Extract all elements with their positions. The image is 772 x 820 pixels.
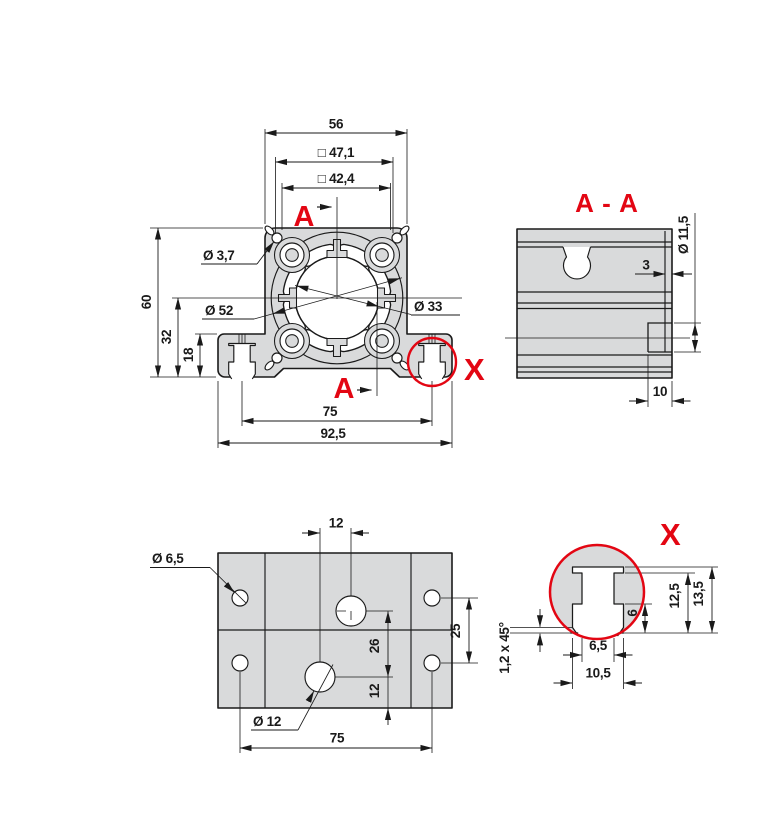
dim-width-top: 56 (329, 117, 344, 132)
dimension-wall-3: 3 (635, 258, 692, 278)
dimension-offset-12: 12 (302, 516, 369, 537)
dim-edge-distance: 12 (367, 684, 382, 698)
dimension-26: 26 (367, 611, 392, 677)
dim-foot-height: 18 (181, 347, 196, 362)
bottom-holes (231, 589, 441, 693)
dimension-75-front: 75 (241, 381, 433, 426)
section-keyhole-notch (562, 246, 592, 280)
dimension-inner-height-125: 12,5 (667, 573, 692, 633)
label-ring-d52: Ø 52 (202, 277, 403, 320)
dimension-neck-width-65: 6,5 (563, 638, 633, 659)
dim-depth: 10 (653, 384, 667, 399)
dimension-56: 56 (264, 117, 408, 224)
dimension-42-4: □ 42,4 (281, 171, 391, 230)
dim-hole-pitch: 75 (330, 731, 345, 746)
section-marker-bottom: A (334, 373, 372, 405)
dim-chamfer: 1,2 x 45° (497, 622, 512, 674)
bottom-inner-lines (218, 528, 452, 708)
dim-square-outer: □ 47,1 (318, 145, 355, 160)
detail-circle-x (406, 336, 458, 388)
dim-right-hole-spacing: 25 (448, 623, 463, 638)
pilot-holes (264, 225, 410, 371)
dimension-depth-10: 10 (629, 355, 691, 407)
dimension-chamfer: 1,2 x 45° (497, 609, 544, 674)
label-small-hole: Ø 6,5 (150, 551, 247, 604)
big-hole-label: Ø 12 (253, 714, 281, 729)
dimension-25: 25 (441, 597, 478, 664)
section-letter-bottom: A (334, 373, 355, 405)
dim-center-height: 32 (159, 330, 174, 344)
dim-cavity-width: 10,5 (585, 666, 611, 681)
dim-cavity-height: 6 (625, 609, 640, 617)
dim-hole-offset: 12 (329, 516, 343, 531)
dimension-cavity-height-6: 6 (625, 604, 649, 633)
dim-neck-width: 6,5 (589, 638, 608, 653)
dim-hole-label: Ø 11,5 (676, 215, 691, 254)
dimension-60: 60 (139, 227, 263, 378)
dim-square-inner: □ 42,4 (318, 171, 355, 186)
dimension-total-height-135: 13,5 (691, 567, 716, 633)
dim-height: 60 (139, 295, 154, 309)
label-bore-d33: Ø 33 (294, 285, 460, 316)
section-view-a-a: A - A 3 Ø 11,5 10 (505, 188, 701, 407)
dim-slot-pitch: 75 (323, 404, 338, 419)
center-lines (172, 197, 462, 396)
section-letter-top: A (294, 201, 315, 233)
detail-letter-front: X (464, 352, 485, 387)
ring-label: Ø 52 (205, 303, 233, 318)
label-pilot-d37: Ø 3,7 (201, 241, 275, 265)
section-title: A - A (575, 188, 639, 218)
dim-base-width: 92,5 (320, 426, 346, 441)
detail-t-slot (571, 566, 625, 637)
foot-t-slots (228, 334, 446, 380)
dimension-47-1: □ 47,1 (275, 145, 394, 233)
front-view: 56 □ 47,1 □ 42,4 60 32 18 (139, 117, 485, 448)
label-big-hole: Ø 12 (251, 664, 334, 731)
dimension-18: 18 (181, 333, 217, 378)
profile-arc-slots (282, 243, 392, 353)
dimension-32: 32 (159, 297, 182, 378)
screw-bosses (273, 236, 401, 360)
detail-view-x: X 6 12,5 13,5 6,5 10,5 1,2 x 45° (497, 517, 718, 689)
dim-big-hole-spacing: 26 (367, 638, 382, 653)
dim-wall: 3 (642, 258, 650, 273)
dimension-75-bottom: 75 (239, 672, 433, 753)
pilot-hole-label: Ø 3,7 (203, 248, 235, 263)
dim-inner-height: 12,5 (667, 583, 682, 609)
bore-label: Ø 33 (414, 299, 443, 314)
small-hole-label: Ø 6,5 (152, 551, 184, 566)
dimension-edge-12: 12 (367, 677, 392, 725)
detail-circle (548, 543, 646, 641)
section-marker-top: A (294, 201, 332, 233)
dim-total-height: 13,5 (691, 581, 706, 607)
bottom-view: 12 26 12 25 75 Ø 6,5 Ø 12 (150, 516, 478, 753)
dimension-cavity-width-105: 10,5 (553, 666, 642, 687)
dimension-hole-d115: Ø 11,5 (674, 213, 701, 353)
section-inner-lines (505, 231, 690, 373)
dimension-92-5: 92,5 (217, 381, 453, 448)
detail-title: X (660, 517, 681, 552)
